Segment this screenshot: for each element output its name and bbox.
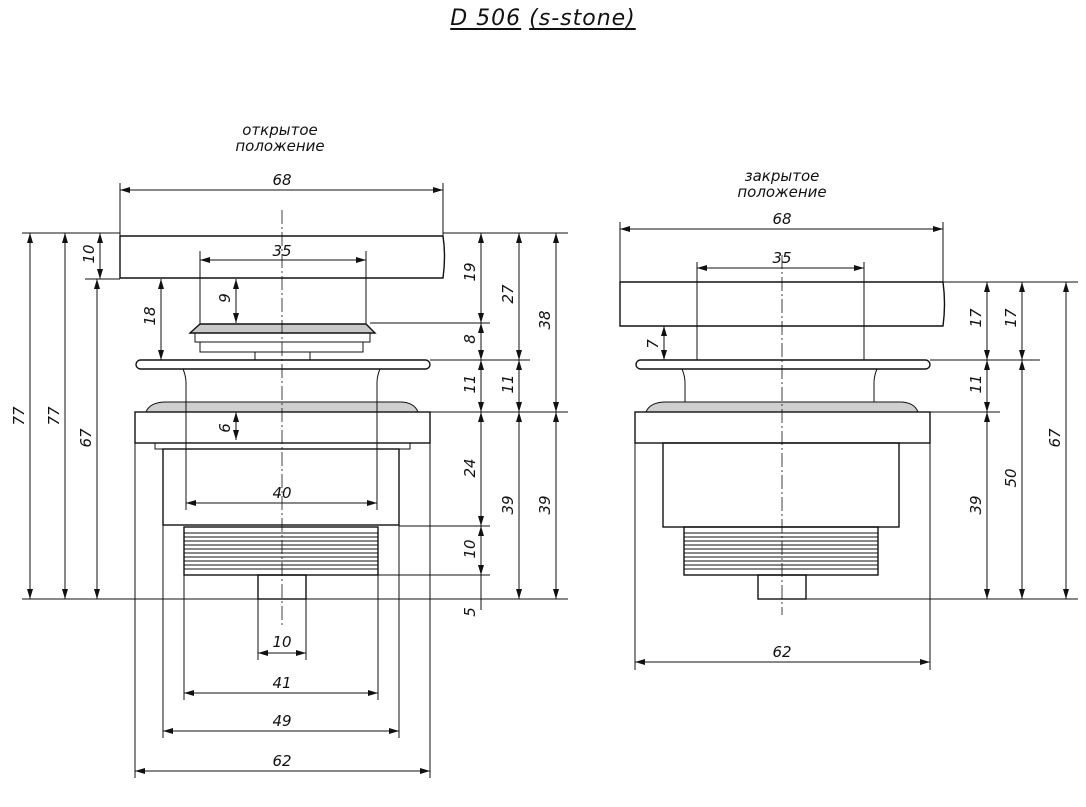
open-dim-67: 67 (77, 428, 95, 448)
variant-label: (s-stone) (529, 6, 636, 31)
closed-dim-35: 35 (772, 249, 791, 267)
open-dim-9: 9 (216, 293, 234, 303)
closed-thread (683, 526, 879, 576)
open-dim-19: 19 (461, 262, 479, 281)
open-dim-39b: 39 (536, 495, 554, 514)
open-neck (182, 368, 381, 402)
closed-dim-67: 67 (1046, 428, 1064, 448)
open-plug-ring (194, 332, 371, 343)
open-dim-11a: 11 (461, 374, 479, 393)
open-dim-10: 10 (272, 633, 291, 651)
model-label: D 506 (450, 6, 522, 31)
closed-body (662, 442, 900, 528)
closed-flange (634, 411, 931, 444)
open-dim-40: 40 (272, 484, 291, 502)
closed-extension-lines (619, 222, 1078, 670)
closed-dim-50: 50 (1002, 468, 1020, 487)
closed-caption: закрытое положение (702, 168, 862, 200)
closed-dim-39: 39 (967, 495, 985, 514)
closed-dim-7: 7 (644, 339, 662, 349)
drawing-title: D 506 (s-stone) (0, 6, 1086, 31)
open-thread (183, 526, 379, 576)
open-dim-24: 24 (461, 458, 479, 477)
open-rim (135, 359, 431, 370)
open-dim-10b: 10 (461, 539, 479, 558)
open-caption: открытое положение (200, 122, 360, 154)
open-view: 68 35 40 10 41 49 62 77 77 67 10 18 9 6 … (10, 171, 568, 778)
open-dim-62: 62 (272, 752, 291, 770)
open-caption-line2: положение (235, 137, 325, 155)
closed-stem (696, 325, 865, 361)
closed-caption-line1: закрытое (744, 167, 820, 185)
open-dim-41: 41 (272, 674, 291, 692)
open-dim-49: 49 (272, 712, 291, 730)
open-stem (254, 351, 311, 361)
closed-dim-62: 62 (772, 643, 791, 661)
closed-neck (681, 368, 878, 402)
open-flange-top (145, 401, 419, 413)
closed-rim (635, 359, 931, 370)
open-caption-line1: открытое (242, 121, 318, 139)
open-dim-cap10: 10 (80, 244, 98, 263)
closed-cap (619, 281, 946, 327)
open-extension-lines (22, 183, 568, 778)
open-flange (134, 411, 431, 444)
open-dim-38: 38 (536, 310, 554, 329)
closed-dim-17a: 17 (967, 308, 985, 328)
open-dim-35: 35 (272, 242, 291, 260)
open-cap (119, 235, 446, 279)
open-dim-5: 5 (461, 607, 479, 617)
open-plug-base (199, 341, 364, 353)
closed-view: 68 35 62 7 17 11 39 17 50 67 (619, 210, 1078, 670)
closed-caption-line2: положение (737, 183, 827, 201)
open-flange-step (154, 442, 411, 450)
open-dim-8: 8 (461, 334, 479, 344)
closed-dim-11: 11 (967, 374, 985, 393)
open-dim-11b: 11 (499, 374, 517, 393)
open-dim-68: 68 (272, 171, 291, 189)
open-dim-27: 27 (499, 284, 517, 304)
closed-dim-68: 68 (772, 210, 791, 228)
open-plug-disk (188, 323, 377, 334)
closed-flange-top (645, 401, 919, 413)
open-dim-77b: 77 (45, 406, 63, 426)
open-body (162, 448, 400, 526)
open-dim-18: 18 (141, 306, 159, 325)
open-dim-6: 6 (216, 423, 234, 433)
open-dim-77a: 77 (10, 406, 28, 426)
closed-dim-17b: 17 (1002, 308, 1020, 328)
open-dim-39a: 39 (499, 495, 517, 514)
